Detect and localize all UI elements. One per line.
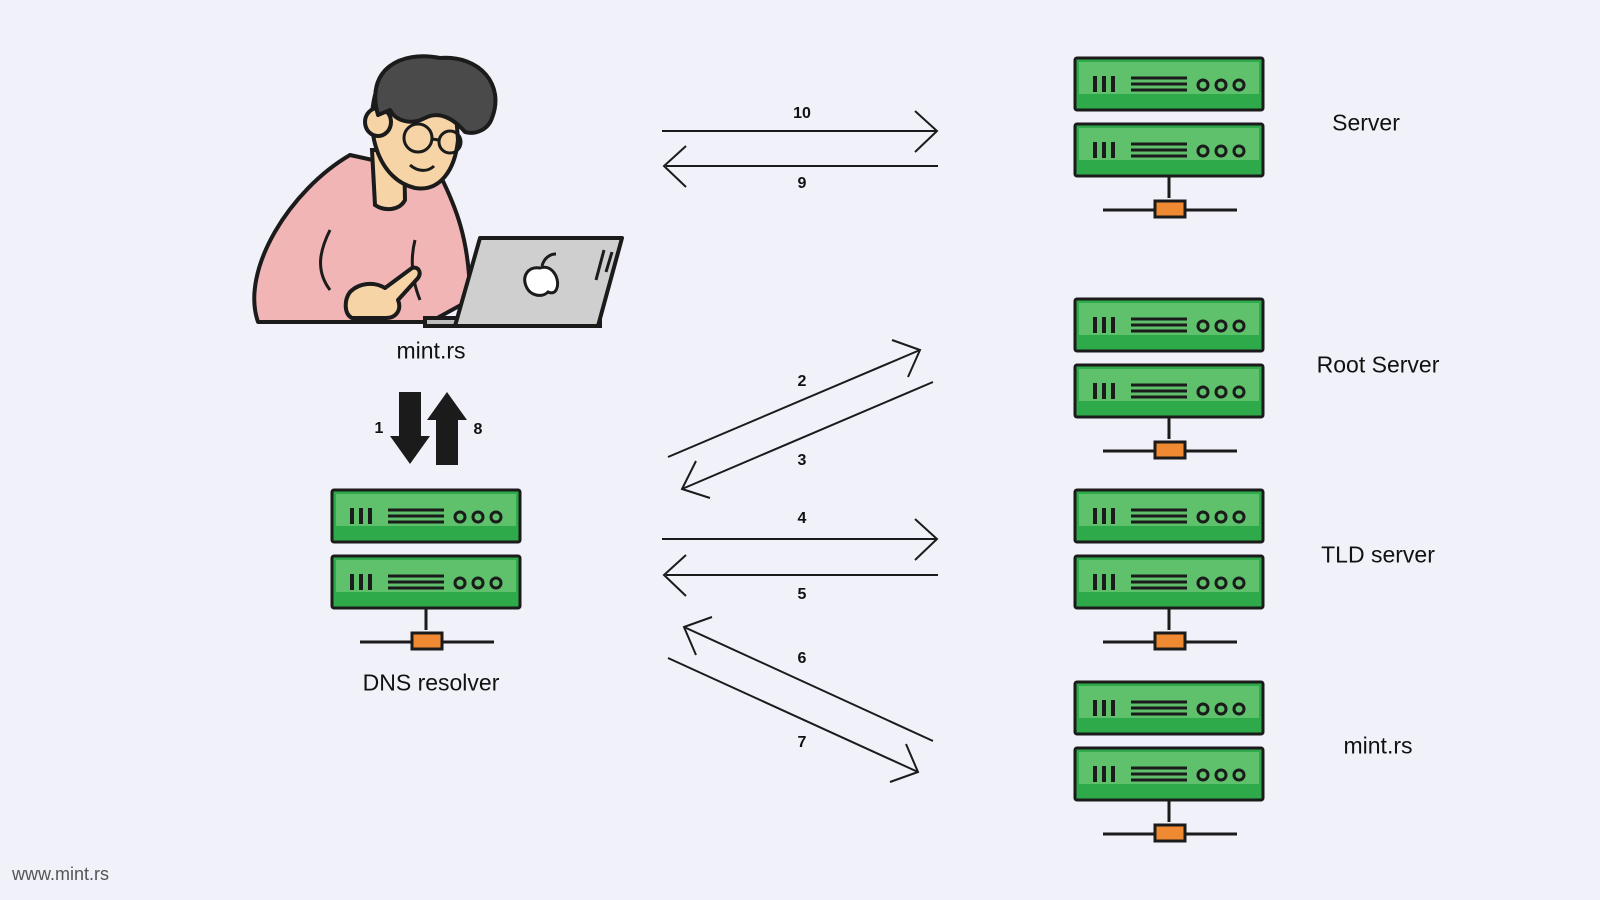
resolver-label: DNS resolver xyxy=(362,669,500,696)
arrow-8-up xyxy=(427,392,467,465)
arrow-5 xyxy=(662,554,938,597)
root-server-icon xyxy=(1073,297,1265,460)
server-label: Server xyxy=(1332,109,1400,136)
tld-server-label: TLD server xyxy=(1321,541,1435,568)
arrow-3 xyxy=(680,381,934,499)
arrow-9 xyxy=(662,145,938,188)
step-5-label: 5 xyxy=(797,586,807,603)
step-8-label: 8 xyxy=(473,421,483,438)
footer-url: www.mint.rs xyxy=(12,864,110,884)
tld-server-icon xyxy=(1073,488,1265,651)
step-4-label: 4 xyxy=(797,510,807,527)
step-2-label: 2 xyxy=(797,373,807,390)
step-1-label: 1 xyxy=(374,420,384,437)
arrow-10 xyxy=(662,110,939,153)
arrow-1-down xyxy=(390,392,430,464)
step-6-label: 6 xyxy=(797,650,807,667)
step-3-label: 3 xyxy=(797,452,807,469)
client-label: mint.rs xyxy=(396,337,466,364)
arrow-6 xyxy=(682,616,934,742)
arrow-2 xyxy=(667,339,922,458)
step-7-label: 7 xyxy=(797,734,807,751)
arrow-4 xyxy=(662,518,939,561)
server-icon xyxy=(1073,56,1265,219)
auth-server-label: mint.rs xyxy=(1343,732,1413,759)
root-server-label: Root Server xyxy=(1316,351,1440,378)
step-10-label: 10 xyxy=(793,105,811,122)
resolver-server-icon xyxy=(330,488,522,651)
auth-server-icon xyxy=(1073,680,1265,843)
step-9-label: 9 xyxy=(797,175,807,192)
arrow-7 xyxy=(667,657,920,783)
person-with-laptop-icon xyxy=(252,54,624,328)
